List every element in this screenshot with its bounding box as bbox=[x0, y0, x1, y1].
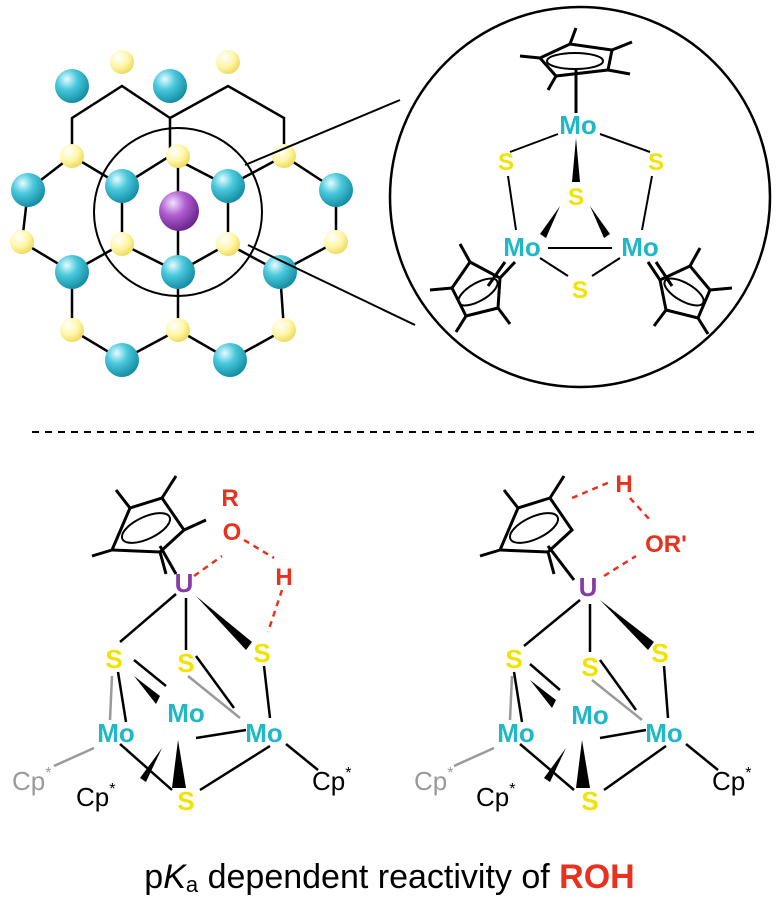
cp-ring-br bbox=[479, 475, 576, 581]
cp-ring-right bbox=[646, 247, 733, 335]
caption-middle: dependent reactivity of bbox=[198, 858, 560, 896]
caption-a: a bbox=[185, 872, 199, 897]
br-cp-center: Cp* bbox=[476, 781, 515, 812]
hbond-br bbox=[571, 480, 651, 578]
cluster-left: R O H U S S S Mo Mo Mo S Cp* Cp* Cp* bbox=[12, 475, 351, 816]
lattice-zoom-circle bbox=[93, 127, 263, 297]
cp-ring-bl bbox=[91, 475, 207, 575]
br-s-left: S bbox=[505, 644, 522, 674]
bl-s-bottom: S bbox=[177, 786, 194, 816]
zoom-s-left: S bbox=[498, 149, 514, 176]
bl-s-left: S bbox=[105, 644, 122, 674]
bl-mo-center: Mo bbox=[167, 698, 205, 728]
br-or-prime: OR' bbox=[645, 531, 687, 558]
bl-s-right: S bbox=[253, 638, 270, 668]
br-s-right: S bbox=[651, 638, 668, 668]
br-u: U bbox=[579, 572, 598, 602]
caption-p: p bbox=[144, 858, 164, 896]
zoom-s-bottom: S bbox=[572, 277, 588, 304]
bl-mo-left: Mo bbox=[97, 718, 135, 748]
caption-roh: ROH bbox=[559, 858, 635, 896]
bl-cp-grey: Cp* bbox=[12, 765, 51, 796]
bl-h: H bbox=[275, 564, 292, 591]
bl-s-mid: S bbox=[177, 648, 194, 678]
cluster-wedges-top bbox=[540, 138, 610, 238]
bl-cp-center: Cp* bbox=[76, 781, 115, 812]
zoom-lines bbox=[244, 99, 416, 326]
bl-mo-right: Mo bbox=[245, 718, 283, 748]
zoom-circle bbox=[388, 5, 772, 389]
figure-caption: pKa dependent reactivity of ROH bbox=[0, 858, 779, 898]
zoom-panel: Mo S S S Mo Mo S bbox=[388, 5, 772, 389]
lattice-mo-atoms bbox=[11, 69, 353, 377]
bonds-bl bbox=[116, 593, 319, 792]
zoom-mo-top: Mo bbox=[559, 110, 597, 140]
zoom-mo-left: Mo bbox=[503, 232, 541, 262]
lattice-s-atoms bbox=[10, 50, 348, 342]
caption-k: K bbox=[163, 858, 186, 896]
wedges-bl bbox=[134, 596, 252, 788]
br-cp-grey: Cp* bbox=[414, 765, 453, 796]
cp-ring-left bbox=[429, 243, 517, 333]
lattice bbox=[10, 50, 353, 377]
lattice-central-atom bbox=[159, 191, 199, 231]
zoom-mo-right: Mo bbox=[621, 232, 659, 262]
br-h: H bbox=[615, 471, 632, 498]
bl-u: U bbox=[175, 568, 194, 598]
zoom-s-right: S bbox=[648, 149, 664, 176]
bl-cp-right: Cp* bbox=[312, 765, 351, 796]
bl-r: R bbox=[221, 485, 238, 512]
cluster-right: H OR' U S S S Mo Mo Mo S Cp* Cp* Cp* bbox=[414, 471, 751, 816]
br-s-mid: S bbox=[581, 652, 598, 682]
bl-o: O bbox=[223, 519, 242, 546]
zoom-s-center: S bbox=[568, 184, 584, 211]
br-mo-right: Mo bbox=[645, 718, 683, 748]
cluster-bonds-top bbox=[507, 133, 653, 277]
br-cp-right: Cp* bbox=[712, 765, 751, 796]
br-s-bottom: S bbox=[581, 786, 598, 816]
br-mo-left: Mo bbox=[497, 718, 535, 748]
cp-ring-top bbox=[519, 27, 633, 113]
wedges-br bbox=[530, 600, 654, 788]
hbond-bl bbox=[193, 538, 284, 633]
grey-bonds-br bbox=[453, 675, 643, 768]
grey-bonds-bl bbox=[53, 675, 241, 768]
br-mo-center: Mo bbox=[571, 700, 609, 730]
bonds-br bbox=[512, 599, 719, 792]
